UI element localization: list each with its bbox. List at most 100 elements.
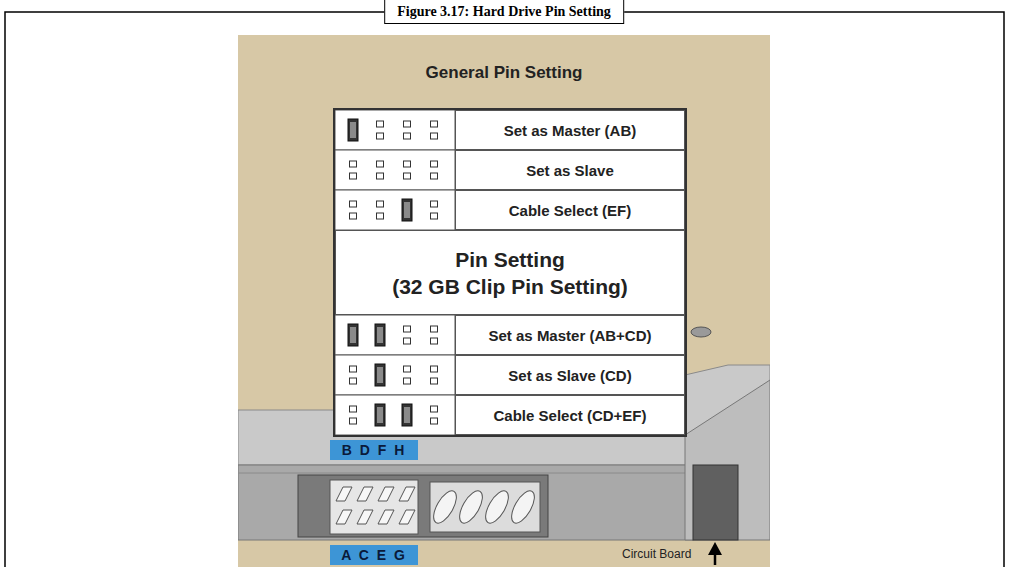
pin-letters: B D F H [342, 442, 407, 458]
setting-label: Set as Slave [526, 162, 614, 179]
pin-square [404, 378, 411, 384]
table-outline [334, 109, 686, 436]
drive-screw-dome [691, 327, 711, 337]
jumper-pin [336, 487, 352, 501]
jumper-pin [357, 510, 373, 524]
pin-square [377, 173, 384, 179]
panel-heading: General Pin Setting [238, 63, 770, 83]
setting-cell: Set as Slave (CD) [455, 355, 685, 395]
jumper-clip [348, 119, 358, 141]
jumper-pin [378, 510, 394, 524]
pin-letter-strip: B D F H [330, 440, 418, 460]
pin-square [350, 213, 357, 219]
drive-front-face [238, 465, 693, 540]
pin-square [431, 161, 438, 167]
setting-label: Cable Select (CD+EF) [494, 407, 647, 424]
pin-square [404, 326, 411, 332]
pin-square [350, 418, 357, 424]
pin-letter-strip: A C E G [330, 545, 418, 565]
pin-square [431, 133, 438, 139]
jumper-clip-inner [377, 407, 383, 423]
pin-square [377, 161, 384, 167]
pin-icon-cell [335, 110, 455, 150]
drive-side [685, 380, 770, 540]
setting-label: Set as Master (AB) [504, 122, 637, 139]
pin-square [404, 338, 411, 344]
jumper-clip-inner [377, 367, 383, 383]
pin-square [350, 378, 357, 384]
jumper-clip [375, 364, 385, 386]
pin-square [404, 161, 411, 167]
pin-icon-cell [335, 355, 455, 395]
pin-square [431, 121, 438, 127]
figure-title: Figure 3.17: Hard Drive Pin Setting [397, 4, 611, 20]
pin-square [431, 406, 438, 412]
pin-icon-cell [335, 190, 455, 230]
jumper-pin [399, 510, 415, 524]
drive-edge-line [238, 473, 693, 474]
pin-icon-cell [335, 395, 455, 435]
jumper-clip [375, 404, 385, 426]
jumper-clip-inner [377, 327, 383, 343]
pin-square [350, 366, 357, 372]
jumper-pin [399, 487, 415, 501]
pointer-arrowhead [708, 542, 722, 555]
setting-cell: Set as Master (AB+CD) [455, 315, 685, 355]
pin-square [350, 173, 357, 179]
setting-cell: Set as Master (AB) [455, 110, 685, 150]
pin-square [377, 201, 384, 207]
jumper-pin [378, 487, 394, 501]
power-pin [481, 487, 513, 526]
circuit-board [693, 465, 738, 540]
connector-recess [298, 475, 548, 537]
jumper-clip [375, 324, 385, 346]
jumper-pin [336, 510, 352, 524]
pin-square [377, 121, 384, 127]
pin-square [350, 161, 357, 167]
pin-square [431, 173, 438, 179]
pin-square [431, 378, 438, 384]
pin-square [350, 406, 357, 412]
jumper-clip [348, 324, 358, 346]
pin-square [431, 338, 438, 344]
setting-cell: Set as Slave [455, 150, 685, 190]
pin-icon-cell [335, 315, 455, 355]
power-pin [507, 487, 539, 526]
jumper-clip-inner [404, 202, 410, 218]
setting-cell: Cable Select (CD+EF) [455, 395, 685, 435]
power-connector [430, 482, 540, 532]
section-heading-cell: Pin Setting(32 GB Clip Pin Setting) [335, 230, 685, 315]
setting-label: Cable Select (EF) [509, 202, 632, 219]
jumper-clip [402, 199, 412, 221]
pin-square [404, 121, 411, 127]
setting-cell: Cable Select (EF) [455, 190, 685, 230]
section-heading: Pin Setting [455, 246, 565, 273]
section-heading: (32 GB Clip Pin Setting) [392, 273, 628, 300]
pin-setting-panel: General Pin SettingSet as Master (AB) Set… [238, 35, 770, 567]
pin-square [350, 201, 357, 207]
setting-label: Set as Slave (CD) [508, 367, 631, 384]
pin-icon-cell [335, 150, 455, 190]
pin-square [404, 133, 411, 139]
jumper-clip-inner [404, 407, 410, 423]
pin-square [431, 326, 438, 332]
pin-square [377, 133, 384, 139]
part-label: Circuit Board [620, 547, 693, 561]
pin-square [431, 418, 438, 424]
setting-label: Set as Master (AB+CD) [489, 327, 652, 344]
pin-square [404, 173, 411, 179]
jumper-clip-inner [350, 122, 356, 138]
jumper-clip [402, 404, 412, 426]
power-pin [455, 487, 487, 526]
figure-title-box: Figure 3.17: Hard Drive Pin Setting [384, 0, 624, 24]
figure-frame [5, 12, 1004, 567]
pin-letters: A C E G [341, 547, 407, 563]
pin-square [404, 366, 411, 372]
power-pin [429, 487, 461, 526]
jumper-pin [357, 487, 373, 501]
pin-square [431, 213, 438, 219]
jumper-clip-inner [350, 327, 356, 343]
pin-square [377, 213, 384, 219]
pin-square [431, 366, 438, 372]
